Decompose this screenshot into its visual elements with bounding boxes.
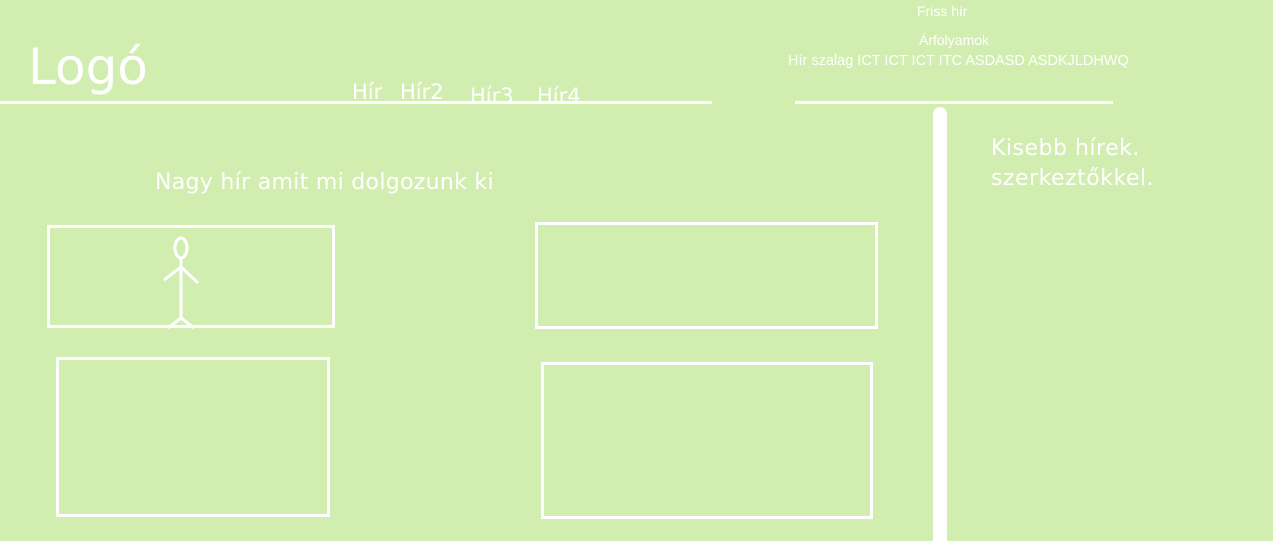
nav-item-hir[interactable]: Hír bbox=[352, 80, 383, 104]
main-headline[interactable]: Nagy hír amit mi dolgozunk ki bbox=[155, 170, 494, 195]
nav-item-hir2[interactable]: Hír2 bbox=[400, 80, 444, 104]
header-divider-left bbox=[0, 101, 712, 104]
column-divider bbox=[933, 107, 947, 541]
nav-item-hir3[interactable]: Hír3 bbox=[470, 84, 514, 108]
person-icon bbox=[163, 236, 200, 330]
news-box-3[interactable] bbox=[56, 357, 330, 517]
news-ticker: Hír szalag ICT ICT ICT ITC ASDASD ASDKJL… bbox=[788, 53, 1129, 69]
sidebar-text[interactable]: Kisebb hírek. szerkeztőkkel. bbox=[991, 136, 1155, 191]
friss-hir-link[interactable]: Friss hír bbox=[917, 3, 968, 19]
logo[interactable]: Logó bbox=[28, 38, 148, 96]
news-box-1[interactable] bbox=[47, 225, 335, 330]
arfolyamok-link[interactable]: Árfolyamok bbox=[919, 32, 990, 48]
news-box-2[interactable] bbox=[535, 222, 878, 329]
news-box-4[interactable] bbox=[541, 362, 873, 519]
nav-item-hir4[interactable]: Hír4 bbox=[537, 84, 581, 108]
header-divider-right bbox=[795, 101, 1113, 104]
